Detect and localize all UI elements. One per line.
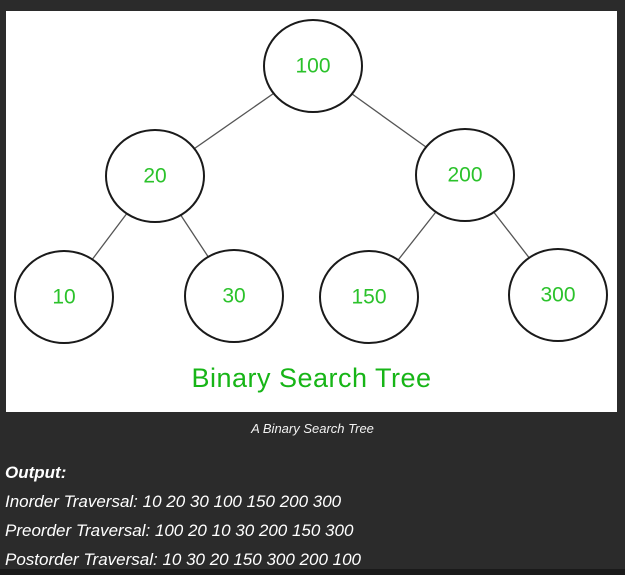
tree-node-label: 300: [540, 284, 575, 307]
tree-node-circle: [319, 250, 419, 344]
binary-search-tree-diagram: 100 20 200 10 30 150 300: [14, 19, 608, 344]
tree-node-300: 300: [508, 248, 608, 342]
tree-node-10: 10: [14, 250, 114, 344]
tree-node-label: 150: [351, 286, 386, 309]
figure-caption: A Binary Search Tree: [251, 421, 374, 436]
tree-node-circle: [14, 250, 114, 344]
tree-node-200: 200: [415, 128, 515, 222]
tree-node-circle: [263, 19, 363, 113]
figure-title: Binary Search Tree: [191, 363, 432, 393]
inorder-traversal-line: Inorder Traversal: 10 20 30 100 150 200 …: [5, 492, 342, 511]
tree-node-circle: [184, 249, 284, 343]
tree-node-label: 30: [222, 285, 245, 308]
tree-node-label: 20: [143, 165, 166, 188]
tree-node-circle: [105, 129, 205, 223]
bst-figure-panel: 100 20 200 10 30 150 300 Binary Search Tree: [6, 11, 617, 412]
tree-node-label: 200: [447, 164, 482, 187]
output-heading: Output:: [5, 463, 67, 482]
tree-node-150: 150: [319, 250, 419, 344]
tree-node-label: 10: [52, 286, 75, 309]
tree-node-100: 100: [263, 19, 363, 113]
bottom-edge-bar: [0, 569, 625, 575]
tree-node-label: 100: [295, 55, 330, 78]
tree-node-20: 20: [105, 129, 205, 223]
preorder-traversal-line: Preorder Traversal: 100 20 10 30 200 150…: [5, 521, 354, 540]
postorder-traversal-line: Postorder Traversal: 10 30 20 150 300 20…: [5, 550, 361, 569]
output-block: Output: Inorder Traversal: 10 20 30 100 …: [5, 458, 620, 574]
tree-node-circle: [508, 248, 608, 342]
tree-node-30: 30: [184, 249, 284, 343]
tree-node-circle: [415, 128, 515, 222]
